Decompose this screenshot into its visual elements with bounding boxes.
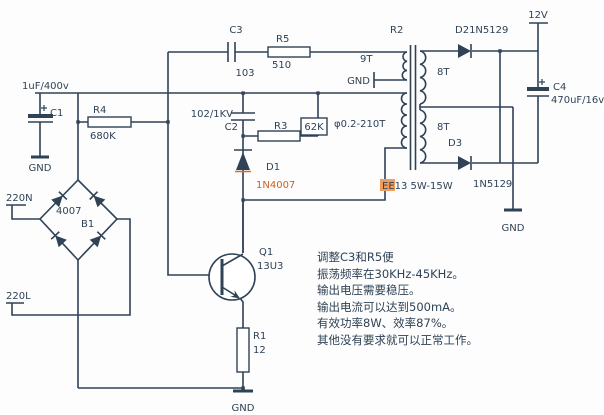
core-label-prefix: EE [382, 181, 395, 192]
q1-transistor [208, 200, 256, 301]
r5-value-label: 510 [272, 60, 291, 71]
r1-resistor [236, 327, 250, 373]
d3-value-label: 1N5129 [473, 179, 512, 190]
mains-n-wire [11, 205, 40, 220]
note-line: 输出电流可以达到500mA。 [317, 300, 462, 314]
d3-diode [458, 156, 472, 170]
c3-capacitor [227, 42, 236, 62]
base-node-wire [167, 52, 221, 276]
c1-gnd-label: GND [29, 163, 52, 174]
c2-name-label: C2 [225, 122, 238, 133]
r3-value-label: 62K [304, 122, 324, 133]
r1-name-label: R1 [253, 331, 266, 342]
secondary-bottom-winding [419, 109, 427, 164]
note-line: 有效功率8W、效率87%。 [317, 316, 453, 330]
c3-value-label: 103 [235, 68, 254, 79]
r4-value-label: 680K [90, 131, 116, 142]
primary-spec-label: φ0.2-210T [334, 119, 386, 130]
c4-name-label: C4 [553, 82, 566, 93]
d3-name-label: D3 [448, 138, 462, 149]
junction-dots [76, 49, 502, 390]
c4-plus-sign [539, 79, 545, 85]
r5-name-label: R5 [276, 34, 289, 45]
c1-name-label: C1 [50, 108, 63, 119]
note-line: 振荡频率在30KHz-45KHz。 [317, 267, 464, 281]
r3-name-label: R3 [274, 121, 287, 132]
r3-value-box [300, 117, 328, 136]
c2-value-label: 102/1KV [191, 109, 233, 120]
aux-turns-label: 9T [360, 54, 373, 65]
c1-value-label: 1uF/400v [22, 81, 69, 92]
c1-plus-sign [41, 105, 47, 111]
r4-name-label: R4 [93, 105, 106, 116]
note-line: 输出电压需要稳压。 [317, 283, 421, 297]
d2-diode [458, 44, 472, 58]
main-gnd-label: GND [232, 403, 255, 414]
v12-label: 12V [528, 10, 548, 21]
r5-resistor [267, 46, 311, 58]
sec-top-turns-label: 8T [437, 67, 450, 78]
d1-value-label: 1N4007 [256, 180, 295, 191]
sec-top-wire [420, 22, 548, 52]
ground-return-wire [77, 260, 243, 389]
sec-bottom-turns-label: 8T [437, 122, 450, 133]
note-line: 其他没有要求就可以正常工作。 [317, 333, 478, 347]
aux-gnd-label: GND [347, 76, 370, 87]
aux-winding [401, 51, 408, 81]
mains-n-label: 220N [6, 193, 33, 204]
d2-label: D21N5129 [455, 25, 508, 36]
primary-bottom-wire [243, 147, 407, 201]
emitter-r1-wire [239, 297, 244, 389]
c4-capacitor [527, 79, 549, 97]
c3-name-label: C3 [229, 25, 242, 36]
d1-diode [234, 149, 252, 173]
sec-bottom-wire [420, 51, 539, 164]
r1-value-label: 12 [253, 345, 266, 356]
c1-capacitor [28, 105, 53, 159]
c2-capacitor [231, 112, 255, 121]
core-label-rest: 13 5W-15W [395, 181, 453, 192]
note-line: 调整C3和R5便 [317, 250, 394, 264]
secondary-top-winding [419, 50, 427, 105]
bridge-value-label: 4007 [56, 206, 81, 217]
ee-highlight [380, 179, 395, 191]
c4-value-label: 470uF/16v [551, 95, 604, 106]
emitter-arrow [230, 290, 240, 299]
transformer-core [409, 45, 417, 170]
q1-name-label: Q1 [259, 247, 273, 258]
mains-l-wire [11, 218, 131, 316]
d1-name-label: D1 [266, 162, 280, 173]
sec-gnd-label: GND [502, 223, 525, 234]
primary-winding [400, 92, 408, 149]
r4-resistor [87, 116, 132, 128]
transformer-ref-label: R2 [390, 25, 403, 36]
r3-resistor [257, 130, 301, 142]
center-tap-wire [419, 104, 514, 210]
mains-l-label: 220L [6, 291, 31, 302]
notes-block: 调整C3和R5便 振荡频率在30KHz-45KHz。 输出电压需要稳压。 输出电… [317, 250, 478, 347]
aux-gnd-wire [373, 72, 407, 88]
q1-value-label: 13U3 [257, 261, 283, 272]
transformer [400, 45, 427, 170]
bridge-name-label: B1 [81, 219, 94, 230]
core-label: EE13 5W-15W [382, 181, 453, 192]
bridge-rectifier [38, 178, 119, 262]
